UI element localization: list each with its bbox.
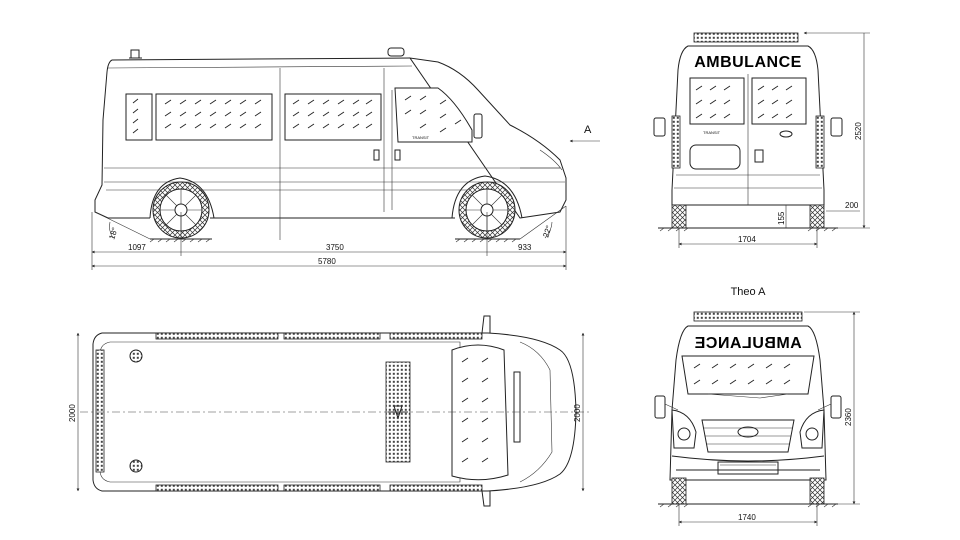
roof-vent — [129, 459, 143, 473]
rear-view: AMBULANCE TRANSIT 2520 155 200 1704 — [653, 32, 870, 248]
rear-lightbar — [693, 32, 799, 43]
front-grille — [701, 419, 795, 453]
front-logo — [737, 426, 759, 438]
rear-plate-recess — [689, 144, 741, 170]
glass-hatching — [693, 363, 791, 385]
front-body-outline — [669, 325, 827, 481]
top-view: 2000 2000 — [68, 315, 590, 507]
glass-hatching — [461, 357, 489, 463]
side-window-3 — [284, 93, 382, 141]
tail-lamp-right — [815, 115, 825, 169]
rear-dim-track: 1704 — [738, 235, 756, 244]
rear-mirror-right — [830, 117, 843, 137]
front-wheel-arch — [451, 175, 523, 219]
front-dim-height: 2360 — [844, 408, 853, 426]
dim-length: 5780 — [318, 257, 336, 266]
rear-wheel-arch — [149, 177, 215, 219]
rear-dim-height: 2520 — [854, 122, 863, 140]
headlamp-right — [799, 409, 825, 449]
tail-lamp-left — [671, 115, 681, 169]
departure-angle-label: 22° — [541, 224, 553, 238]
door-handle — [373, 149, 380, 161]
rear-mirror-left — [653, 117, 666, 137]
rear-tyre-right — [809, 204, 825, 229]
glass-hatching — [695, 85, 793, 119]
front-wheel — [458, 181, 516, 239]
approach-angle-label: 18° — [107, 226, 119, 240]
roof-beacon-rear — [130, 49, 140, 59]
front-tyre-left — [671, 477, 687, 505]
side-badge: TRANSIT — [412, 135, 430, 140]
front-dim-track: 1740 — [738, 513, 756, 522]
rear-sign: AMBULANCE — [694, 54, 802, 71]
rear-logo — [779, 130, 793, 138]
side-window-rear — [125, 93, 153, 141]
top-windshield — [451, 344, 509, 481]
side-window-cab — [394, 87, 473, 143]
rear-dim-ground: 155 — [777, 211, 786, 225]
front-windshield — [681, 355, 815, 395]
roof-beacon-front — [387, 47, 405, 57]
front-sign-mirrored: AMBULANCE — [694, 335, 802, 352]
door-handle — [394, 149, 401, 161]
side-mirror — [473, 113, 483, 139]
front-plate — [717, 461, 779, 475]
front-view: Theo A AMBULANCE 2360 — [654, 286, 860, 526]
rear-handle — [754, 149, 764, 163]
top-mirror-left — [481, 315, 491, 334]
rear-wheel — [152, 181, 210, 239]
rear-dim-step: 200 — [845, 201, 859, 210]
wiper-slot — [513, 371, 521, 443]
roof-side-lightbars — [95, 332, 483, 492]
van-body-outline — [94, 57, 567, 219]
rear-badge: TRANSIT — [703, 130, 721, 135]
top-body-outline — [92, 332, 577, 492]
front-mirror-right — [830, 395, 842, 419]
front-tyre-right — [809, 477, 825, 505]
view-arrow-label: A — [584, 124, 592, 136]
top-dim-width-right: 2000 — [573, 404, 582, 422]
dim-rear-overhang: 933 — [518, 243, 532, 252]
headlamp-left — [671, 409, 697, 449]
dim-front-overhang: 1097 — [128, 243, 146, 252]
dim-wheelbase: 3750 — [326, 243, 344, 252]
roof-vent — [129, 349, 143, 363]
rear-tyre-left — [671, 204, 687, 229]
side-view: TRANSIT 18° 22° — [92, 47, 600, 270]
front-view-title: Theo A — [731, 286, 767, 298]
top-mirror-right — [481, 490, 491, 507]
front-lightbar — [693, 311, 803, 322]
top-dim-width-left: 2000 — [68, 404, 77, 422]
front-mirror-left — [654, 395, 666, 419]
glass-hatching — [132, 95, 462, 134]
